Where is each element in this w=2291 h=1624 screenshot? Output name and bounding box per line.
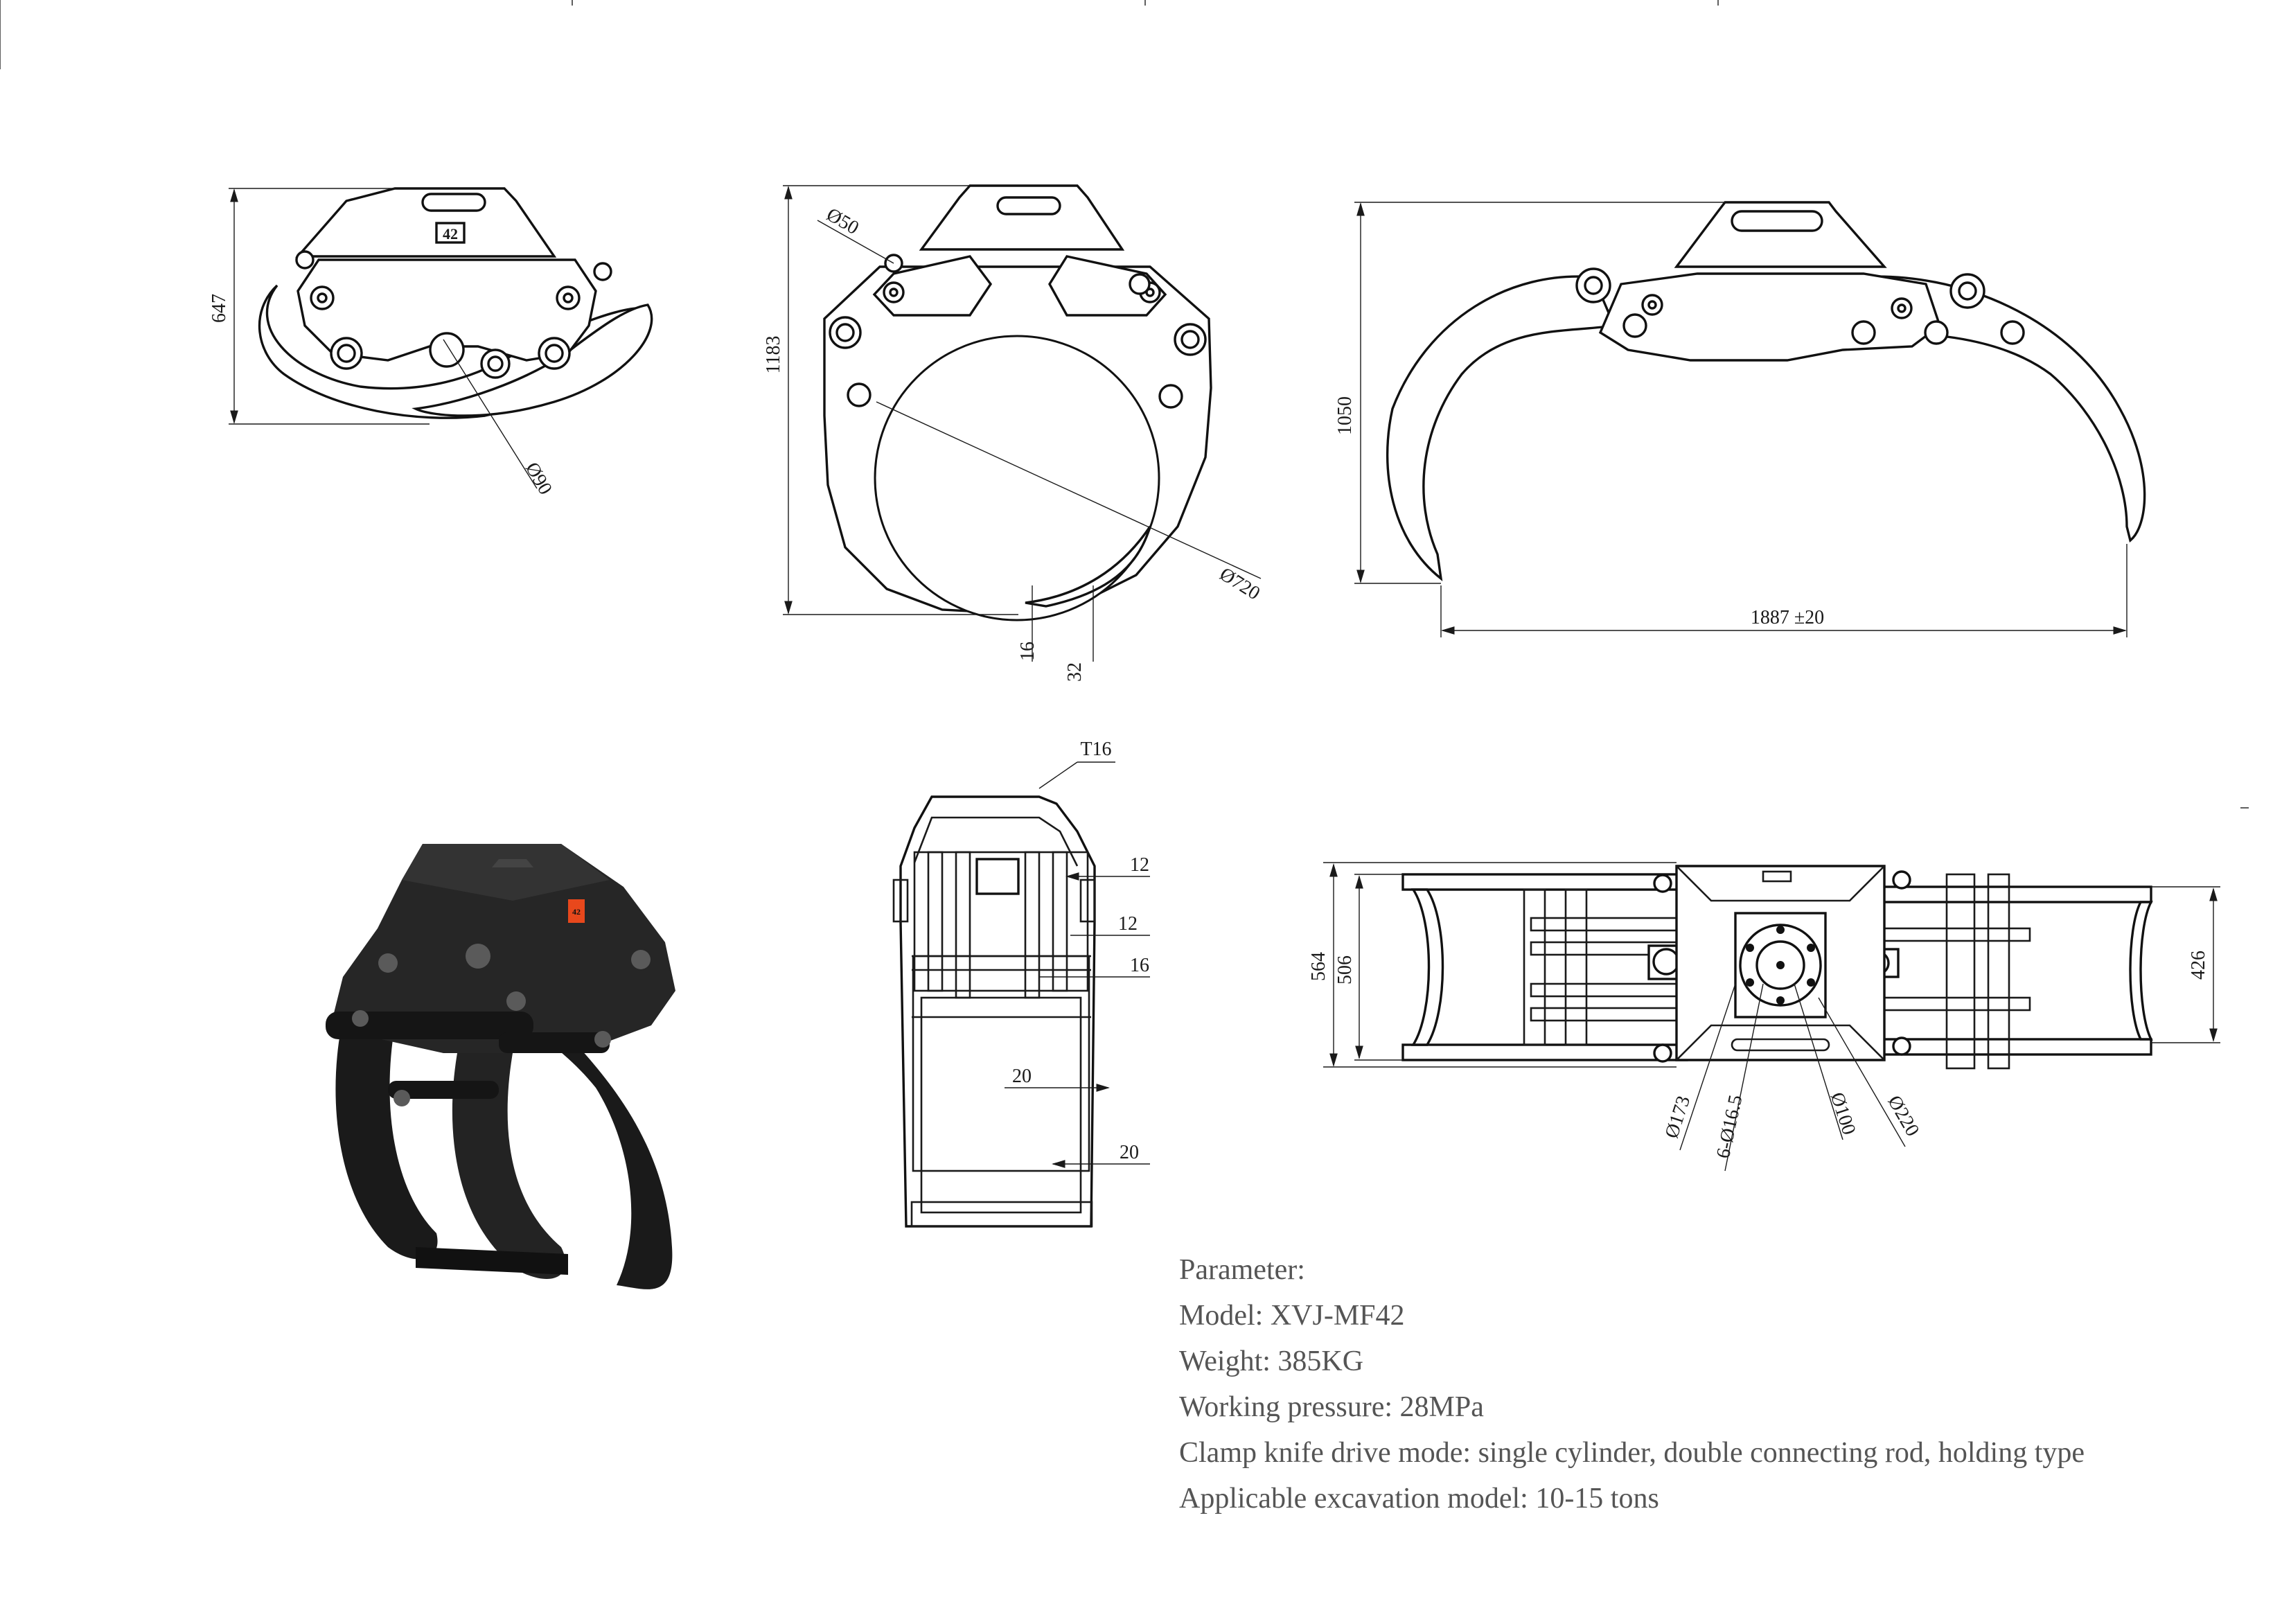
side-pin-dim: Ø50: [823, 204, 863, 239]
section-view: T16 12 12 16 20 20: [892, 739, 1150, 1228]
render-badge-text: 42: [572, 907, 581, 917]
section-dim-4: 20: [1012, 1066, 1032, 1087]
front-badge-text: 42: [443, 225, 458, 242]
params-pressure: Working pressure: 28MPa: [1179, 1391, 1484, 1423]
side-view: 1183 Ø50 Ø720 16 32: [763, 184, 1264, 682]
front-view: 42 647 Ø90: [209, 187, 653, 498]
top-flange-dim: Ø220: [1883, 1092, 1923, 1140]
sheet-frame: [0, 0, 2249, 809]
top-total-width: 564: [1308, 952, 1329, 981]
params-drive: Clamp knife drive mode: single cylinder,…: [1179, 1437, 2085, 1469]
top-inner-width: 506: [1334, 955, 1356, 985]
params-weight: Weight: 385KG: [1179, 1345, 1364, 1377]
section-dim-3: 16: [1130, 955, 1149, 976]
section-dim-5: 20: [1120, 1142, 1139, 1163]
render-badge: [568, 899, 585, 923]
section-dim-1: 12: [1130, 854, 1149, 876]
params-model: Model: XVJ-MF42: [1179, 1300, 1405, 1332]
top-bolts-dim: 6-Ø16.5: [1713, 1093, 1747, 1160]
side-gap2-dim: 32: [1064, 662, 1086, 682]
front-height-dim: 647: [209, 294, 230, 323]
render-view: 42: [326, 844, 675, 1289]
open-view: 1050 1887 ±20: [1334, 201, 2146, 637]
side-height-dim: 1183: [763, 336, 784, 374]
side-open-dim: Ø720: [1216, 563, 1264, 604]
top-bore-dim: Ø100: [1826, 1090, 1860, 1138]
section-dim-2: 12: [1118, 913, 1138, 935]
open-height-dim: 1050: [1334, 396, 1356, 435]
side-gap1-dim: 16: [1017, 642, 1038, 661]
open-width-dim: 1887 ±20: [1751, 607, 1824, 628]
front-pin-dim: Ø90: [521, 459, 556, 498]
parameter-block: Parameter: Model: XVJ-MF42 Weight: 385KG…: [1179, 1247, 2260, 1521]
params-heading: Parameter:: [1179, 1254, 1305, 1286]
params-excavator: Applicable excavation model: 10-15 tons: [1179, 1483, 1659, 1515]
section-plate-dim: T16: [1080, 739, 1111, 760]
top-right-width: 426: [2188, 951, 2209, 980]
top-pcd-dim: Ø173: [1661, 1093, 1695, 1141]
top-view: 564 506 426 Ø173 6-Ø16.5 Ø100 Ø220: [1308, 862, 2220, 1172]
